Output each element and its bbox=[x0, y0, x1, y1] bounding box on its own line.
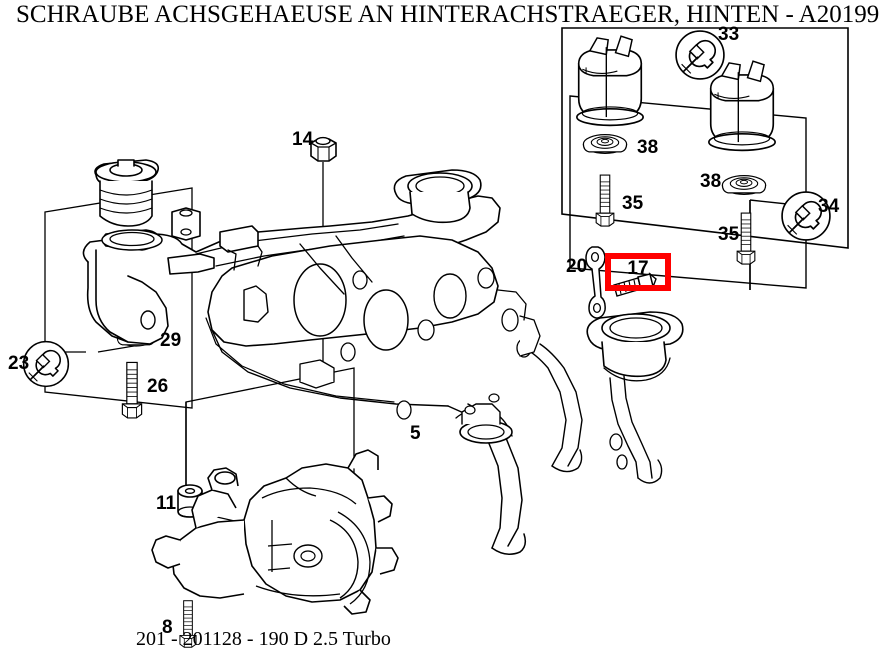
highlight-box-part-17 bbox=[605, 253, 671, 291]
diagram-caption: 201 - 201128 - 190 D 2.5 Turbo bbox=[136, 628, 391, 650]
subframe-assembly bbox=[82, 159, 684, 555]
inset-bushing-right bbox=[708, 60, 776, 152]
part-14-nut bbox=[310, 136, 337, 370]
callout-label-38-left: 38 bbox=[637, 137, 659, 158]
inset-bolt-35-left bbox=[595, 174, 615, 227]
callout-label-35-left: 35 bbox=[622, 193, 644, 214]
part-26-bolt bbox=[121, 361, 143, 419]
inset-bushing-left bbox=[576, 35, 644, 127]
differential-housing bbox=[151, 449, 399, 615]
callout-label-5: 5 bbox=[410, 423, 421, 444]
inset-washer-38-right bbox=[721, 175, 767, 195]
callout-label-17: 17 bbox=[627, 258, 649, 279]
callout-label-8: 8 bbox=[162, 617, 173, 638]
callout-label-35-right: 35 bbox=[718, 224, 740, 245]
inset-washer-38-left bbox=[582, 134, 628, 154]
callout-label-34: 34 bbox=[818, 196, 840, 217]
callout-label-23: 23 bbox=[8, 353, 30, 374]
callout-label-38-right: 38 bbox=[700, 171, 722, 192]
callout-label-26: 26 bbox=[147, 376, 169, 397]
wrench-icon-23 bbox=[22, 340, 70, 388]
callout-label-14: 14 bbox=[292, 129, 314, 150]
callout-label-11: 11 bbox=[156, 493, 177, 514]
inset-bolt-35-right bbox=[736, 212, 756, 265]
callout-label-29: 29 bbox=[160, 330, 182, 351]
page-title: SCHRAUBE ACHSGEHAEUSE AN HINTERACHSTRAEG… bbox=[16, 1, 880, 28]
wrench-icon-33 bbox=[675, 30, 725, 80]
callout-label-33: 33 bbox=[718, 24, 740, 45]
callout-label-20: 20 bbox=[566, 256, 588, 277]
part-20-link bbox=[585, 246, 606, 319]
